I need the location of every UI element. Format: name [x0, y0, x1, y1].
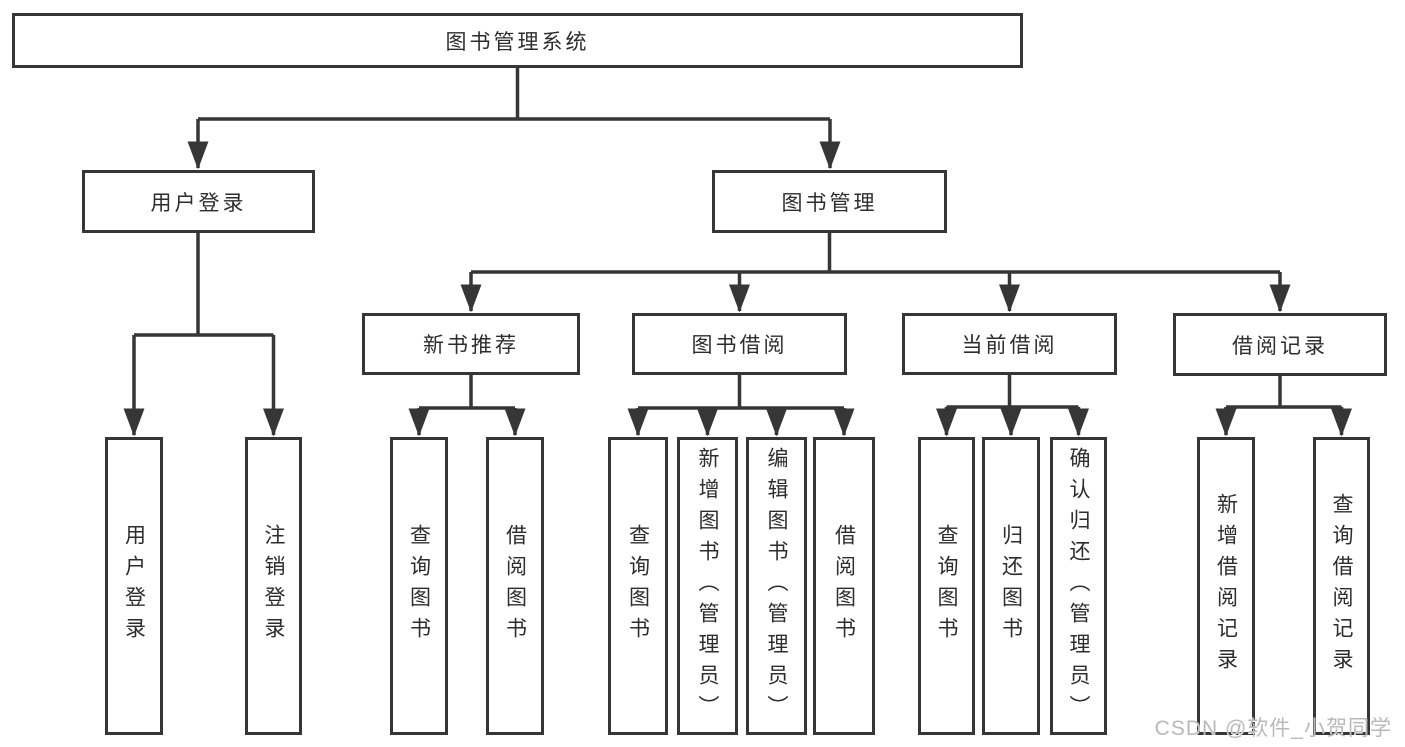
node-label: 借阅图书: [832, 524, 856, 648]
leaf-return-books: 归还图书: [982, 437, 1040, 735]
node-borrow-records: 借阅记录: [1173, 313, 1387, 376]
node-label: 编辑图书（管理员）: [765, 446, 788, 726]
node-label: 图书管理: [781, 191, 878, 215]
leaf-confirm-return-admin: 确认归还（管理员）: [1050, 437, 1107, 735]
leaf-borrow-books-recommend: 借阅图书: [486, 437, 544, 735]
leaf-edit-books-admin: 编辑图书（管理员）: [746, 437, 807, 735]
leaf-query-books-current: 查询图书: [918, 437, 975, 735]
connector-root-to-level2: [187, 68, 841, 170]
node-user-login: 用户登录: [82, 170, 315, 233]
node-library-system: 图书管理系统: [12, 13, 1023, 68]
node-book-borrow: 图书借阅: [632, 313, 847, 375]
node-label: 新增图书（管理员）: [696, 446, 719, 726]
node-label: 图书管理系统: [445, 30, 590, 54]
node-label: 查询图书: [935, 524, 958, 648]
node-label: 新书推荐: [423, 334, 519, 357]
leaf-add-books-admin: 新增图书（管理员）: [677, 437, 738, 735]
node-label: 查询图书: [407, 524, 431, 648]
node-label: 借阅记录: [1232, 334, 1328, 358]
node-label: 查询图书: [626, 524, 650, 648]
leaf-query-borrow-record: 查询借阅记录: [1313, 437, 1370, 735]
node-label: 归还图书: [999, 524, 1023, 648]
node-label: 用户登录: [150, 191, 247, 215]
node-label: 图书借阅: [691, 334, 788, 357]
csdn-watermark: CSDN @软件_小贺同学: [1154, 717, 1392, 740]
leaf-query-books-recommend: 查询图书: [390, 437, 448, 735]
connector-current-borrow-branch: [936, 375, 1089, 437]
connector-user-login-branch: [123, 233, 284, 437]
connector-book-management-branch: [460, 233, 1291, 313]
node-label: 借阅图书: [503, 524, 527, 648]
leaf-logout: 注销登录: [245, 437, 302, 735]
leaf-query-books-borrow: 查询图书: [608, 437, 668, 735]
node-current-borrow: 当前借阅: [902, 313, 1117, 375]
node-label: 用户登录: [122, 524, 146, 648]
node-label: 注销登录: [262, 524, 285, 648]
leaf-user-login: 用户登录: [105, 437, 163, 735]
node-label: 查询借阅记录: [1330, 493, 1353, 679]
node-label: 新增借阅记录: [1214, 493, 1238, 679]
connector-borrow-record-branch: [1215, 376, 1352, 437]
connector-new-book-branch: [408, 375, 526, 437]
node-label: 当前借阅: [961, 334, 1058, 357]
leaf-add-borrow-record: 新增借阅记录: [1197, 437, 1255, 735]
node-new-book-recommend: 新书推荐: [362, 313, 580, 375]
leaf-borrow-books: 借阅图书: [813, 437, 875, 735]
node-book-management: 图书管理: [712, 170, 947, 233]
connector-book-borrow-branch: [627, 375, 855, 437]
node-label: 确认归还（管理员）: [1067, 446, 1090, 726]
